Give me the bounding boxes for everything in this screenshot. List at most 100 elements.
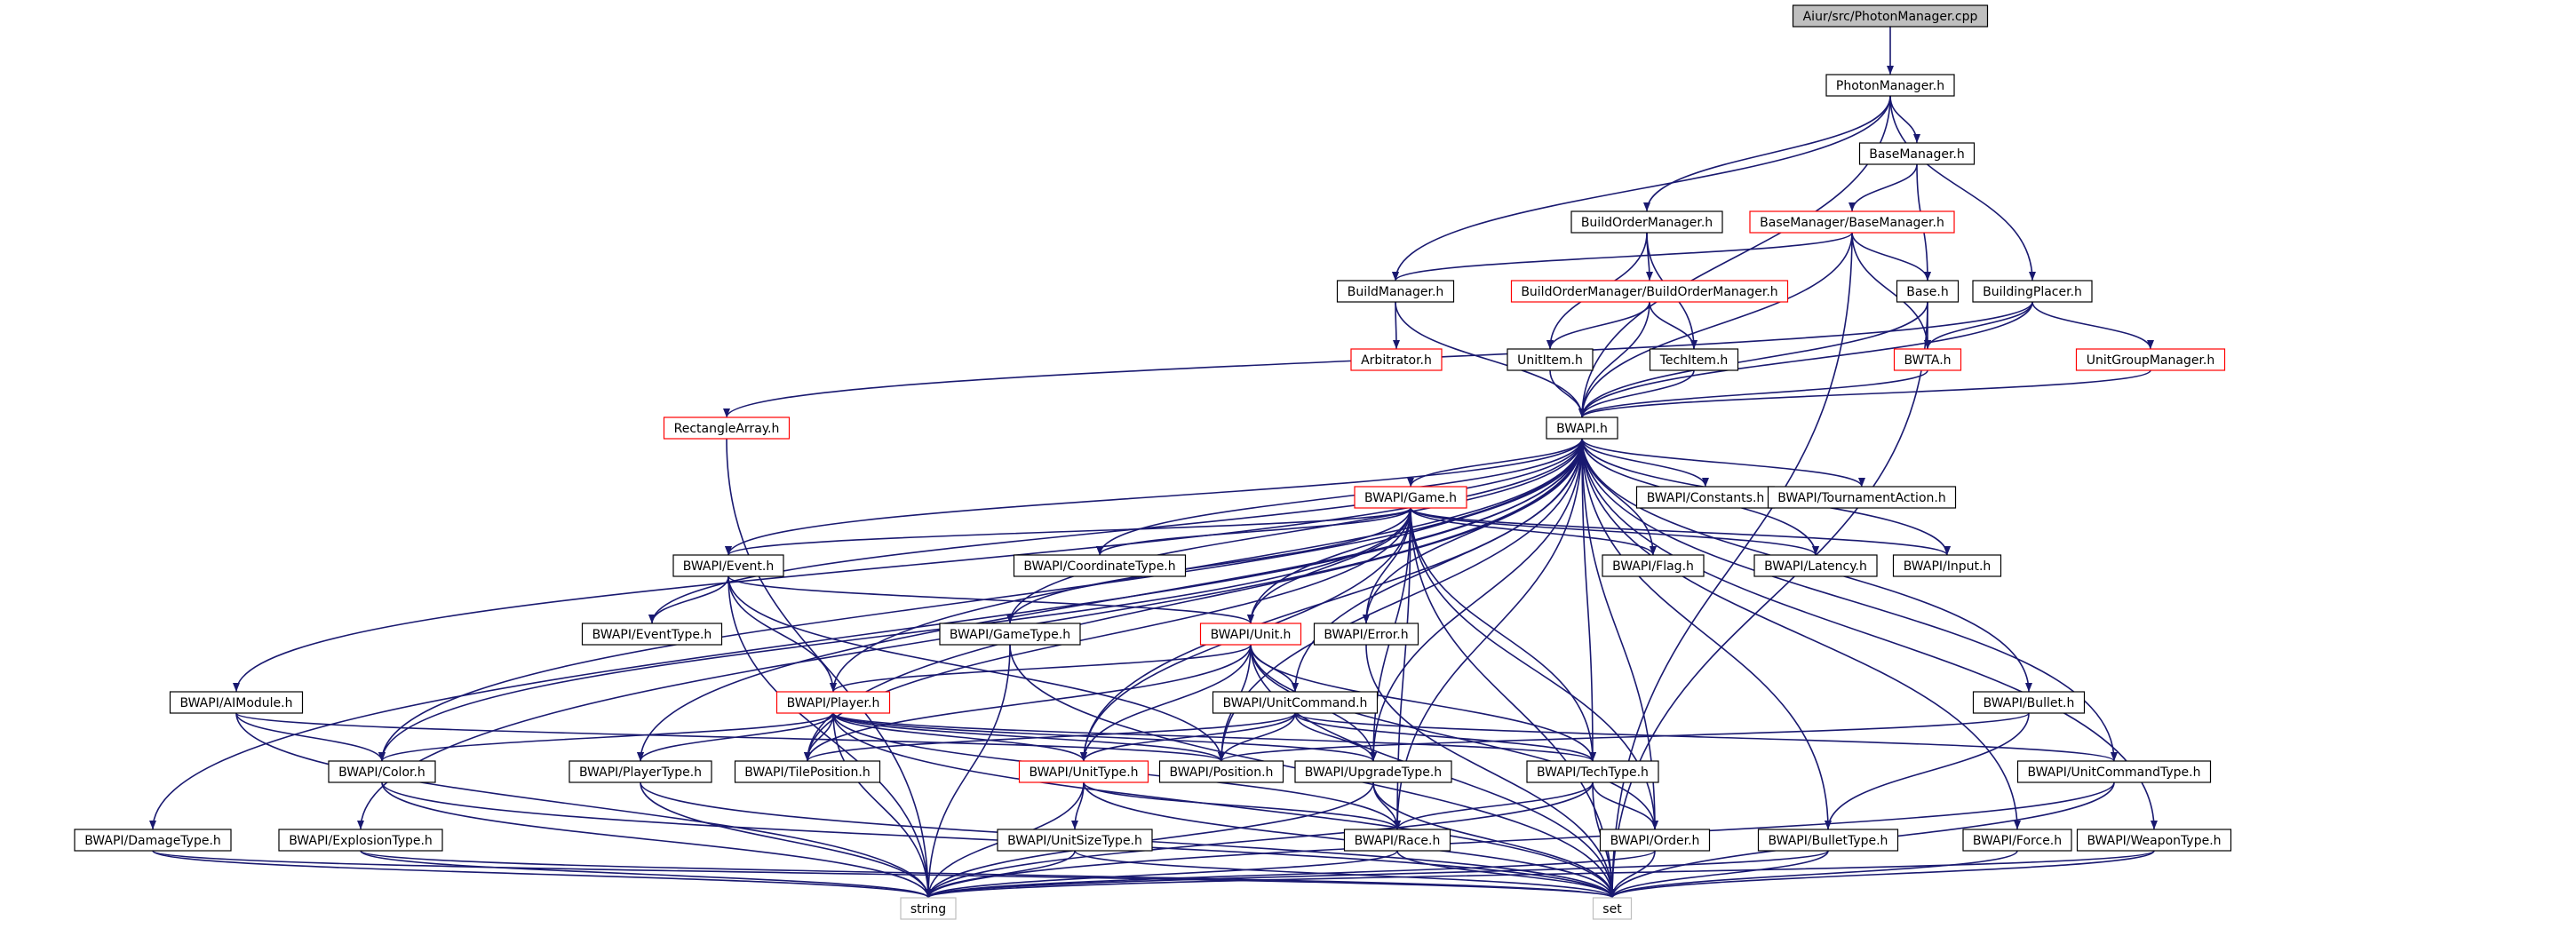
node-techtype[interactable]: BWAPI/TechType.h	[1526, 760, 1659, 783]
node-eventtype[interactable]: BWAPI/EventType.h	[581, 623, 723, 646]
edge-dmgtype-to-set	[152, 850, 1616, 899]
node-gametype[interactable]: BWAPI/GameType.h	[939, 623, 1081, 646]
edge-upgtype-to-set	[1372, 781, 1616, 899]
edge-rect-to-string	[726, 438, 932, 899]
node-label: BWAPI/Game.h	[1364, 491, 1457, 505]
node-btype[interactable]: BWAPI/BulletType.h	[1757, 829, 1899, 852]
edge-event-to-unit	[727, 575, 1254, 624]
node-upgtype[interactable]: BWAPI/UpgradeType.h	[1294, 760, 1452, 783]
node-label: BWAPI/Constants.h	[1647, 491, 1765, 505]
node-ptype[interactable]: BWAPI/PlayerType.h	[568, 760, 712, 783]
node-label: RectangleArray.h	[674, 422, 780, 436]
node-explo[interactable]: BWAPI/ExplosionType.h	[278, 829, 443, 852]
node-box	[1313, 623, 1419, 646]
node-base[interactable]: Base.h	[1896, 280, 1960, 303]
node-usize[interactable]: BWAPI/UnitSizeType.h	[997, 829, 1153, 852]
edge-bwapi-to-error	[1363, 438, 1583, 624]
node-label: BWAPI.h	[1556, 422, 1608, 436]
edge-bwapi-to-player	[830, 438, 1583, 693]
edge-bombom-to-unititem	[1546, 301, 1650, 350]
node-label: BWAPI/Input.h	[1904, 559, 1992, 574]
edge-bwapi-to-tourn	[1581, 438, 1865, 488]
node-box	[1649, 348, 1739, 371]
node-latency[interactable]: BWAPI/Latency.h	[1753, 554, 1878, 577]
node-box	[1972, 280, 2093, 303]
node-tourn[interactable]: BWAPI/TournamentAction.h	[1767, 486, 1957, 509]
node-color[interactable]: BWAPI/Color.h	[328, 760, 436, 783]
node-coord[interactable]: BWAPI/CoordinateType.h	[1013, 554, 1187, 577]
node-race[interactable]: BWAPI/Race.h	[1343, 829, 1451, 852]
node-label: BWAPI/Bullet.h	[1984, 696, 2075, 710]
node-label: BWAPI/WeaponType.h	[2087, 834, 2221, 848]
node-wtype[interactable]: BWAPI/WeaponType.h	[2076, 829, 2232, 852]
node-box	[734, 760, 881, 783]
node-ucmd[interactable]: BWAPI/UnitCommand.h	[1212, 691, 1379, 714]
edge-game-to-latency	[1410, 507, 1819, 556]
node-bwapi[interactable]: BWAPI.h	[1546, 416, 1618, 440]
node-box	[1599, 829, 1711, 852]
node-dmgtype[interactable]: BWAPI/DamageType.h	[74, 829, 232, 852]
node-bullet[interactable]: BWAPI/Bullet.h	[1972, 691, 2086, 714]
edge-event-to-string	[727, 575, 932, 899]
node-photon[interactable]: PhotonManager.h	[1825, 74, 1955, 97]
node-root[interactable]: Aiur/src/PhotonManager.cpp	[1792, 4, 1989, 28]
node-bplacer[interactable]: BuildingPlacer.h	[1972, 280, 2093, 303]
node-order[interactable]: BWAPI/Order.h	[1599, 829, 1711, 852]
nodes-layer: Aiur/src/PhotonManager.cppPhotonManager.…	[74, 4, 2232, 920]
node-box	[1962, 829, 2072, 852]
node-player[interactable]: BWAPI/Player.h	[775, 691, 891, 714]
node-unititem[interactable]: UnitItem.h	[1507, 348, 1594, 371]
node-input[interactable]: BWAPI/Input.h	[1892, 554, 2002, 577]
edge-bombom-to-bwapi	[1578, 301, 1650, 418]
node-ugm[interactable]: UnitGroupManager.h	[2075, 348, 2226, 371]
node-label: BWAPI/Error.h	[1324, 628, 1408, 642]
node-string: string	[900, 897, 957, 920]
edge-unit-to-order	[1250, 644, 1658, 830]
node-rect[interactable]: RectangleArray.h	[663, 416, 791, 440]
node-label: BuildingPlacer.h	[1983, 285, 2082, 299]
node-box	[1753, 554, 1878, 577]
node-box	[1018, 760, 1149, 783]
node-box	[1767, 486, 1957, 509]
node-basemgr[interactable]: BaseManager.h	[1858, 142, 1976, 165]
edge-game-to-unit	[1247, 507, 1411, 624]
node-bombom[interactable]: BuildOrderManager/BuildOrderManager.h	[1510, 280, 1789, 303]
edge-photon-to-bplacer	[1889, 95, 2036, 282]
node-flag[interactable]: BWAPI/Flag.h	[1602, 554, 1705, 577]
edge-bmbm-to-bwapi	[1578, 232, 1853, 418]
edge-bwapi-to-force	[1581, 438, 2021, 830]
edge-player-to-string	[832, 712, 932, 899]
node-arb[interactable]: Arbitrator.h	[1350, 348, 1443, 371]
node-box	[672, 554, 784, 577]
edge-bwapi-to-wtype	[1581, 438, 2158, 830]
edge-game-to-flag	[1410, 507, 1657, 556]
node-unittype[interactable]: BWAPI/UnitType.h	[1018, 760, 1149, 783]
node-box	[663, 416, 791, 440]
edge-bwapi-to-dmgtype	[149, 438, 1583, 830]
edge-base-to-bwapi	[1578, 301, 1928, 418]
node-label: Base.h	[1906, 285, 1948, 299]
node-bwta[interactable]: BWTA.h	[1893, 348, 1962, 371]
node-aimodule[interactable]: BWAPI/AIModule.h	[169, 691, 304, 714]
node-event[interactable]: BWAPI/Event.h	[672, 554, 784, 577]
node-bmbm[interactable]: BaseManager/BaseManager.h	[1749, 210, 1955, 234]
edge-unittype-to-race	[1083, 781, 1401, 830]
edge-bwapi-to-consts	[1581, 438, 1709, 488]
node-unit[interactable]: BWAPI/Unit.h	[1199, 623, 1302, 646]
node-label: UnitItem.h	[1517, 353, 1583, 368]
node-label: BWAPI/Race.h	[1355, 834, 1441, 848]
node-ucmdtype[interactable]: BWAPI/UnitCommandType.h	[2016, 760, 2212, 783]
node-box	[328, 760, 436, 783]
node-label: BWAPI/TechType.h	[1537, 765, 1649, 780]
node-buildmgr[interactable]: BuildManager.h	[1336, 280, 1455, 303]
node-label: BWAPI/EventType.h	[592, 628, 712, 642]
node-techitem[interactable]: TechItem.h	[1649, 348, 1739, 371]
node-error[interactable]: BWAPI/Error.h	[1313, 623, 1419, 646]
node-consts[interactable]: BWAPI/Constants.h	[1635, 486, 1776, 509]
node-tilepos[interactable]: BWAPI/TilePosition.h	[734, 760, 881, 783]
node-game[interactable]: BWAPI/Game.h	[1354, 486, 1467, 509]
node-bom[interactable]: BuildOrderManager.h	[1570, 210, 1723, 234]
edge-bwapi-to-gametype	[1006, 438, 1583, 624]
node-position[interactable]: BWAPI/Position.h	[1158, 760, 1284, 783]
node-force[interactable]: BWAPI/Force.h	[1962, 829, 2072, 852]
